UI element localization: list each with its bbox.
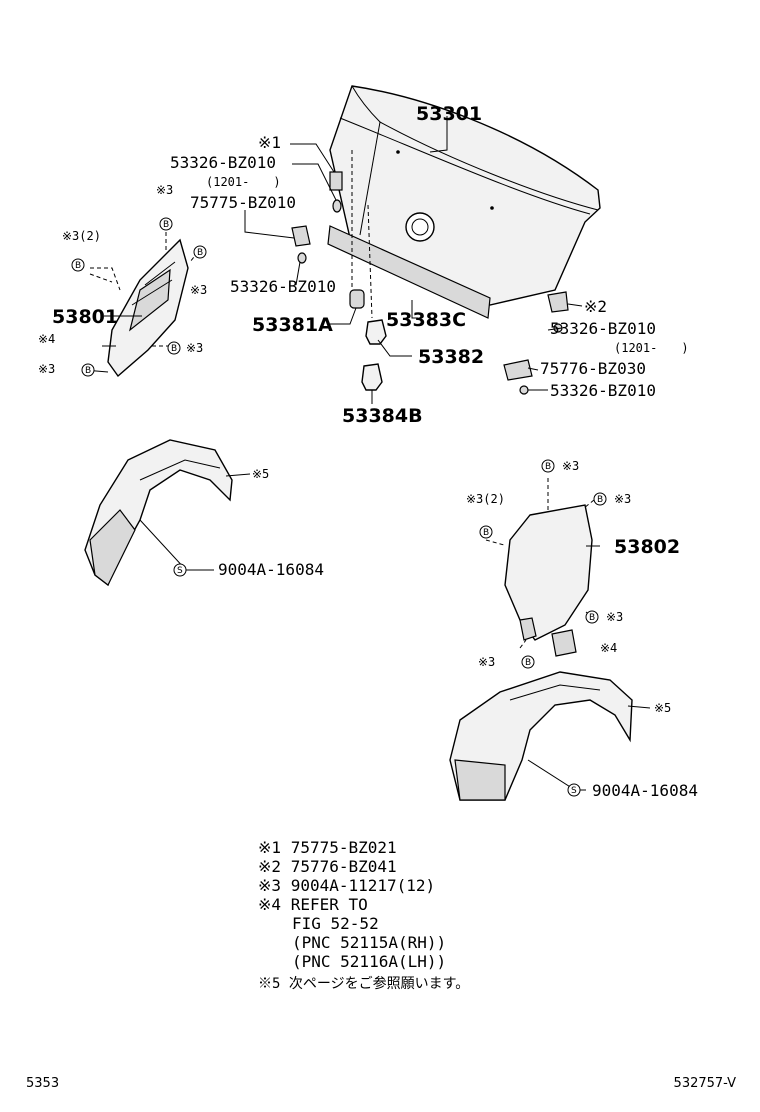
svg-text:B: B [589, 613, 595, 623]
clip-75776-bz041 [547, 291, 569, 313]
clip-75775 [291, 225, 311, 247]
left-fender-53801 [107, 238, 189, 378]
notes-list: ※1 75775-BZ021 ※2 75776-BZ041 ※3 9004A-1… [258, 838, 469, 994]
note-row: ※3 9004A-11217(12) [258, 876, 436, 895]
leader-lines [83, 116, 651, 791]
label-53381a: 53381A [252, 314, 333, 336]
clip-75775-bz021 [329, 171, 343, 191]
stopper-53382 [365, 319, 387, 345]
svg-text:B: B [483, 528, 489, 538]
svg-text:B: B [545, 462, 551, 472]
stopper-53384b [361, 363, 383, 391]
svg-text:B: B [163, 220, 169, 230]
svg-text:B: B [525, 658, 531, 668]
note-row: ※4 REFER TO [258, 895, 368, 914]
dash-line [367, 204, 373, 319]
svg-text:B: B [171, 344, 177, 354]
label-9004a-right: 9004A-16084 [592, 781, 698, 800]
svg-text:S: S [177, 566, 183, 576]
label-mark3-2-lf: ※3(2) [62, 229, 101, 243]
note-row: ※5 次ページをご参照願います。 [258, 976, 470, 992]
label-mark3-lf-top: ※3 [156, 183, 173, 197]
label-mark3-rf-right: ※3 [614, 492, 631, 506]
label-53382: 53382 [418, 346, 484, 368]
label-53326-a: 53326-BZ010 [170, 153, 276, 172]
note-row: ※1 75775-BZ021 [258, 838, 397, 857]
label-53383c: 53383C [386, 309, 466, 331]
svg-text:B: B [197, 248, 203, 258]
stopper-53381a [349, 289, 365, 309]
label-53301: 53301 [416, 103, 482, 125]
label-mark3-lf-bl: ※3 [38, 362, 55, 376]
label-53326-d: 53326-BZ010 [550, 381, 656, 400]
label-53802: 53802 [614, 536, 680, 558]
bolt-markers: B B B B B S B B B B B S [71, 217, 607, 797]
label-53326-b: 53326-BZ010 [230, 277, 336, 296]
label-mark5-left: ※5 [252, 467, 269, 481]
note-row: ※2 75776-BZ041 [258, 857, 397, 876]
label-mark4-rf: ※4 [600, 641, 617, 655]
bar-53383c [327, 225, 491, 319]
label-53801: 53801 [52, 306, 118, 328]
svg-text:B: B [597, 495, 603, 505]
nut-53326d [519, 385, 529, 395]
label-mark3-lf-right: ※3 [190, 283, 207, 297]
svg-text:B: B [85, 366, 91, 376]
label-75776: 75776-BZ030 [540, 359, 646, 378]
note-row: (PNC 52116A(LH)) [292, 952, 447, 971]
clip-75776 [503, 359, 533, 381]
label-mark3-rf-b: ※3 [606, 610, 623, 624]
note-row: FIG 52-52 [292, 914, 379, 933]
label-mark2: ※2 [584, 297, 607, 316]
label-53326-c: 53326-BZ010 [550, 319, 656, 338]
svg-text:S: S [571, 786, 577, 796]
label-mark4-lf: ※4 [38, 332, 55, 346]
footer-figure-id: 532757-V [673, 1076, 736, 1091]
svg-text:B: B [75, 261, 81, 271]
note-row: (PNC 52115A(RH)) [292, 933, 447, 952]
nut-53326b [297, 252, 307, 264]
rear-panel-53301 [329, 85, 601, 306]
left-liner [84, 439, 233, 587]
label-mark3-2-rf: ※3(2) [466, 492, 505, 506]
label-mark1: ※1 [258, 133, 281, 152]
right-liner [449, 671, 633, 801]
nut-53326a [332, 199, 342, 213]
label-53384b: 53384B [342, 405, 423, 427]
footer-page-code: 5353 [26, 1076, 60, 1091]
label-mark5-right: ※5 [654, 701, 671, 715]
label-mark3-rf-top: ※3 [562, 459, 579, 473]
label-53326-c-date: (1201- ) [614, 341, 689, 355]
label-9004a-left: 9004A-16084 [218, 560, 324, 579]
label-75775: 75775-BZ010 [190, 193, 296, 212]
label-mark3-lf-b: ※3 [186, 341, 203, 355]
label-53326-a-date: (1201- ) [206, 175, 281, 189]
label-mark3-rf-bl: ※3 [478, 655, 495, 669]
right-fender-53802 [504, 504, 593, 657]
